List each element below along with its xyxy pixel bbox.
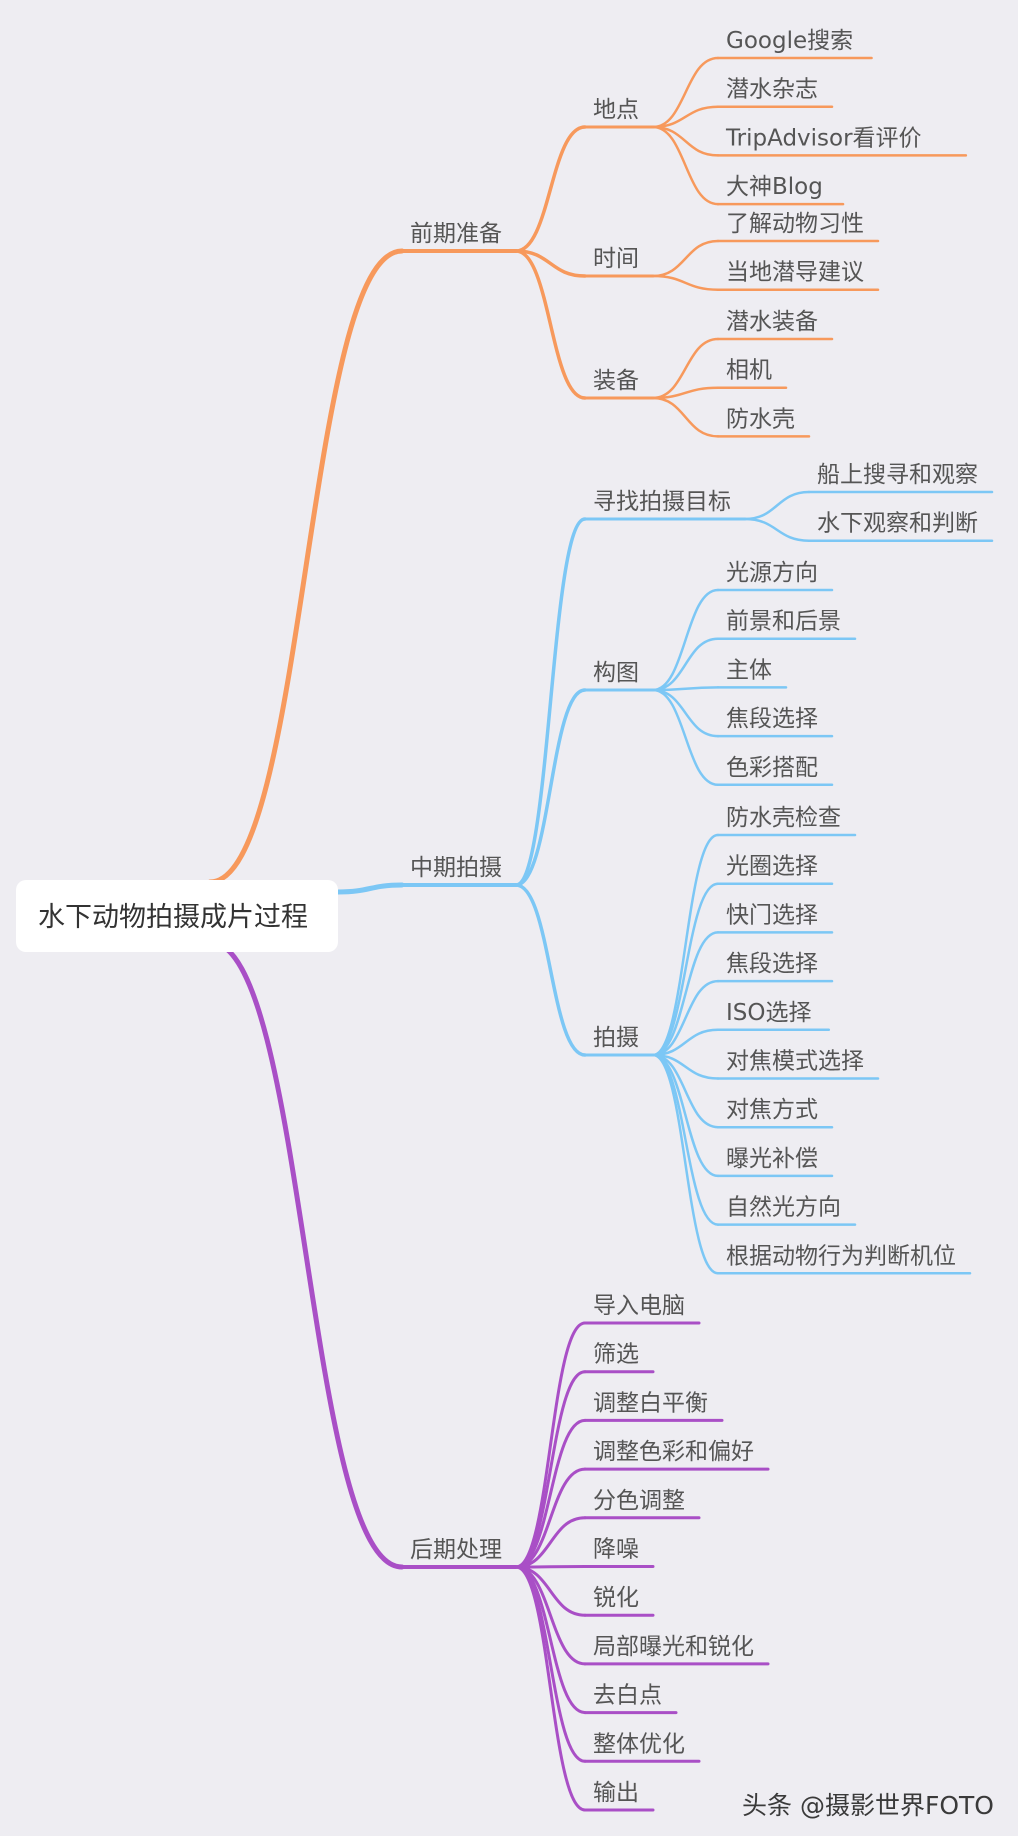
leaf-3-8-label: 局部曝光和锐化 bbox=[593, 1634, 754, 1660]
leaf-2-2-5-label: 色彩搭配 bbox=[726, 755, 818, 781]
connector-3-3 bbox=[514, 1418, 587, 1569]
branch-1-label: 前期准备 bbox=[410, 221, 502, 247]
connector-2-1 bbox=[514, 517, 587, 887]
connector-2-3-5 bbox=[651, 1028, 720, 1057]
leaf-2-3-1-label: 防水壳检查 bbox=[726, 805, 841, 831]
connector-2-1-2 bbox=[743, 517, 811, 542]
leaf-3-9-label: 去白点 bbox=[593, 1683, 662, 1709]
leaf-1-1-3-label: TripAdvisor看评价 bbox=[725, 125, 922, 151]
connector-3-5 bbox=[514, 1516, 587, 1569]
leaf-1-1-4-label: 大神Blog bbox=[726, 174, 823, 200]
connector-3-4 bbox=[514, 1467, 587, 1569]
subtopic-1-1-label: 地点 bbox=[593, 97, 639, 123]
leaf-2-3-3-label: 快门选择 bbox=[726, 902, 818, 928]
connector-2-3-10 bbox=[651, 1053, 720, 1275]
connector-1-1-3 bbox=[651, 125, 720, 157]
leaf-1-1-2-label: 潜水杂志 bbox=[726, 77, 818, 103]
leaf-1-3-3-label: 防水壳 bbox=[726, 406, 795, 432]
branch-connectors bbox=[207, 56, 994, 1812]
connector-2-3-6 bbox=[651, 1053, 720, 1080]
connector-3-1 bbox=[514, 1321, 587, 1569]
leaf-2-2-1-label: 光源方向 bbox=[726, 560, 818, 586]
connector-1-1-4 bbox=[651, 125, 720, 206]
connector-2-3-4 bbox=[651, 979, 720, 1057]
leaf-2-3-5-label: ISO选择 bbox=[726, 1000, 812, 1026]
subtopic-2-1-label: 寻找拍摄目标 bbox=[593, 489, 731, 515]
connector-2-2-1 bbox=[651, 588, 720, 692]
connector-2-3 bbox=[514, 883, 587, 1057]
connector-3-11 bbox=[514, 1565, 587, 1812]
leaf-3-11-label: 输出 bbox=[593, 1780, 639, 1806]
connector-3-6 bbox=[514, 1565, 587, 1569]
branch-connector-2 bbox=[335, 882, 405, 895]
leaf-2-3-7-label: 对焦方式 bbox=[726, 1097, 818, 1123]
leaf-2-1-1-label: 船上搜寻和观察 bbox=[817, 462, 978, 488]
connector-2-3-2 bbox=[651, 882, 720, 1057]
connector-1-1-1 bbox=[651, 56, 720, 129]
leaf-3-2-label: 筛选 bbox=[593, 1342, 639, 1368]
subtopic-1-2-label: 时间 bbox=[593, 246, 639, 272]
connector-1-2-2 bbox=[651, 274, 720, 291]
connector-1-3-3 bbox=[651, 396, 720, 438]
leaf-2-1-2-label: 水下观察和判断 bbox=[817, 511, 978, 537]
root-node: 水下动物拍摄成片过程 bbox=[16, 880, 338, 952]
leaf-2-3-9-label: 自然光方向 bbox=[726, 1195, 841, 1221]
connector-2-2-4 bbox=[651, 688, 720, 738]
leaf-2-2-2-label: 前景和后景 bbox=[726, 609, 841, 635]
leaf-1-1-1-label: Google搜索 bbox=[726, 28, 853, 54]
watermark: 头条 @摄影世界FOTO bbox=[742, 1791, 994, 1820]
connector-1-2-1 bbox=[651, 239, 720, 278]
leaf-2-3-10-label: 根据动物行为判断机位 bbox=[726, 1243, 956, 1269]
connector-3-8 bbox=[514, 1565, 587, 1666]
leaf-3-5-label: 分色调整 bbox=[593, 1488, 685, 1514]
connector-1-2 bbox=[514, 249, 587, 278]
leaf-1-2-1-label: 了解动物习性 bbox=[726, 211, 864, 237]
connector-2-1-1 bbox=[743, 490, 811, 521]
leaf-3-6-label: 降噪 bbox=[593, 1537, 639, 1563]
branch-connector-3 bbox=[207, 939, 405, 1570]
connector-2-2-5 bbox=[651, 688, 720, 787]
leaf-3-4-label: 调整色彩和偏好 bbox=[593, 1439, 754, 1465]
root-node-box bbox=[16, 880, 338, 952]
subtopic-2-3-label: 拍摄 bbox=[593, 1025, 639, 1051]
leaf-2-3-4-label: 焦段选择 bbox=[726, 951, 818, 977]
connector-1-3 bbox=[514, 249, 587, 400]
leaf-2-3-2-label: 光圈选择 bbox=[726, 854, 818, 880]
leaf-1-3-2-label: 相机 bbox=[726, 358, 772, 384]
connector-1-1-2 bbox=[651, 105, 720, 129]
leaf-2-3-8-label: 曝光补偿 bbox=[726, 1146, 818, 1172]
leaf-3-7-label: 锐化 bbox=[593, 1585, 639, 1611]
leaf-2-2-4-label: 焦段选择 bbox=[726, 706, 818, 732]
connector-2-3-9 bbox=[651, 1053, 720, 1226]
leaf-3-1-label: 导入电脑 bbox=[593, 1293, 685, 1319]
subtopic-1-3-label: 装备 bbox=[593, 368, 639, 394]
branch-connector-1 bbox=[207, 248, 405, 885]
leaf-3-3-label: 调整白平衡 bbox=[593, 1390, 708, 1416]
connector-3-2 bbox=[514, 1370, 587, 1569]
leaf-1-2-2-label: 当地潜导建议 bbox=[726, 260, 864, 286]
leaf-3-10-label: 整体优化 bbox=[593, 1731, 685, 1757]
branch-2-label: 中期拍摄 bbox=[410, 855, 502, 881]
connector-1-3-1 bbox=[651, 337, 720, 400]
connector-3-10 bbox=[514, 1565, 587, 1763]
connector-1-3-2 bbox=[651, 386, 720, 400]
connector-2-2-2 bbox=[651, 637, 720, 692]
connector-2-3-1 bbox=[651, 833, 720, 1057]
subtopic-2-2-label: 构图 bbox=[593, 660, 639, 686]
connector-1-1 bbox=[514, 125, 587, 253]
connector-2-2 bbox=[514, 688, 587, 887]
connector-2-3-3 bbox=[651, 931, 720, 1057]
leaf-2-2-3-label: 主体 bbox=[726, 657, 772, 683]
leaf-1-3-1-label: 潜水装备 bbox=[726, 309, 818, 335]
root-node-label: 水下动物拍摄成片过程 bbox=[38, 902, 308, 933]
leaf-2-3-6-label: 对焦模式选择 bbox=[726, 1049, 864, 1075]
branch-3-label: 后期处理 bbox=[410, 1537, 502, 1563]
